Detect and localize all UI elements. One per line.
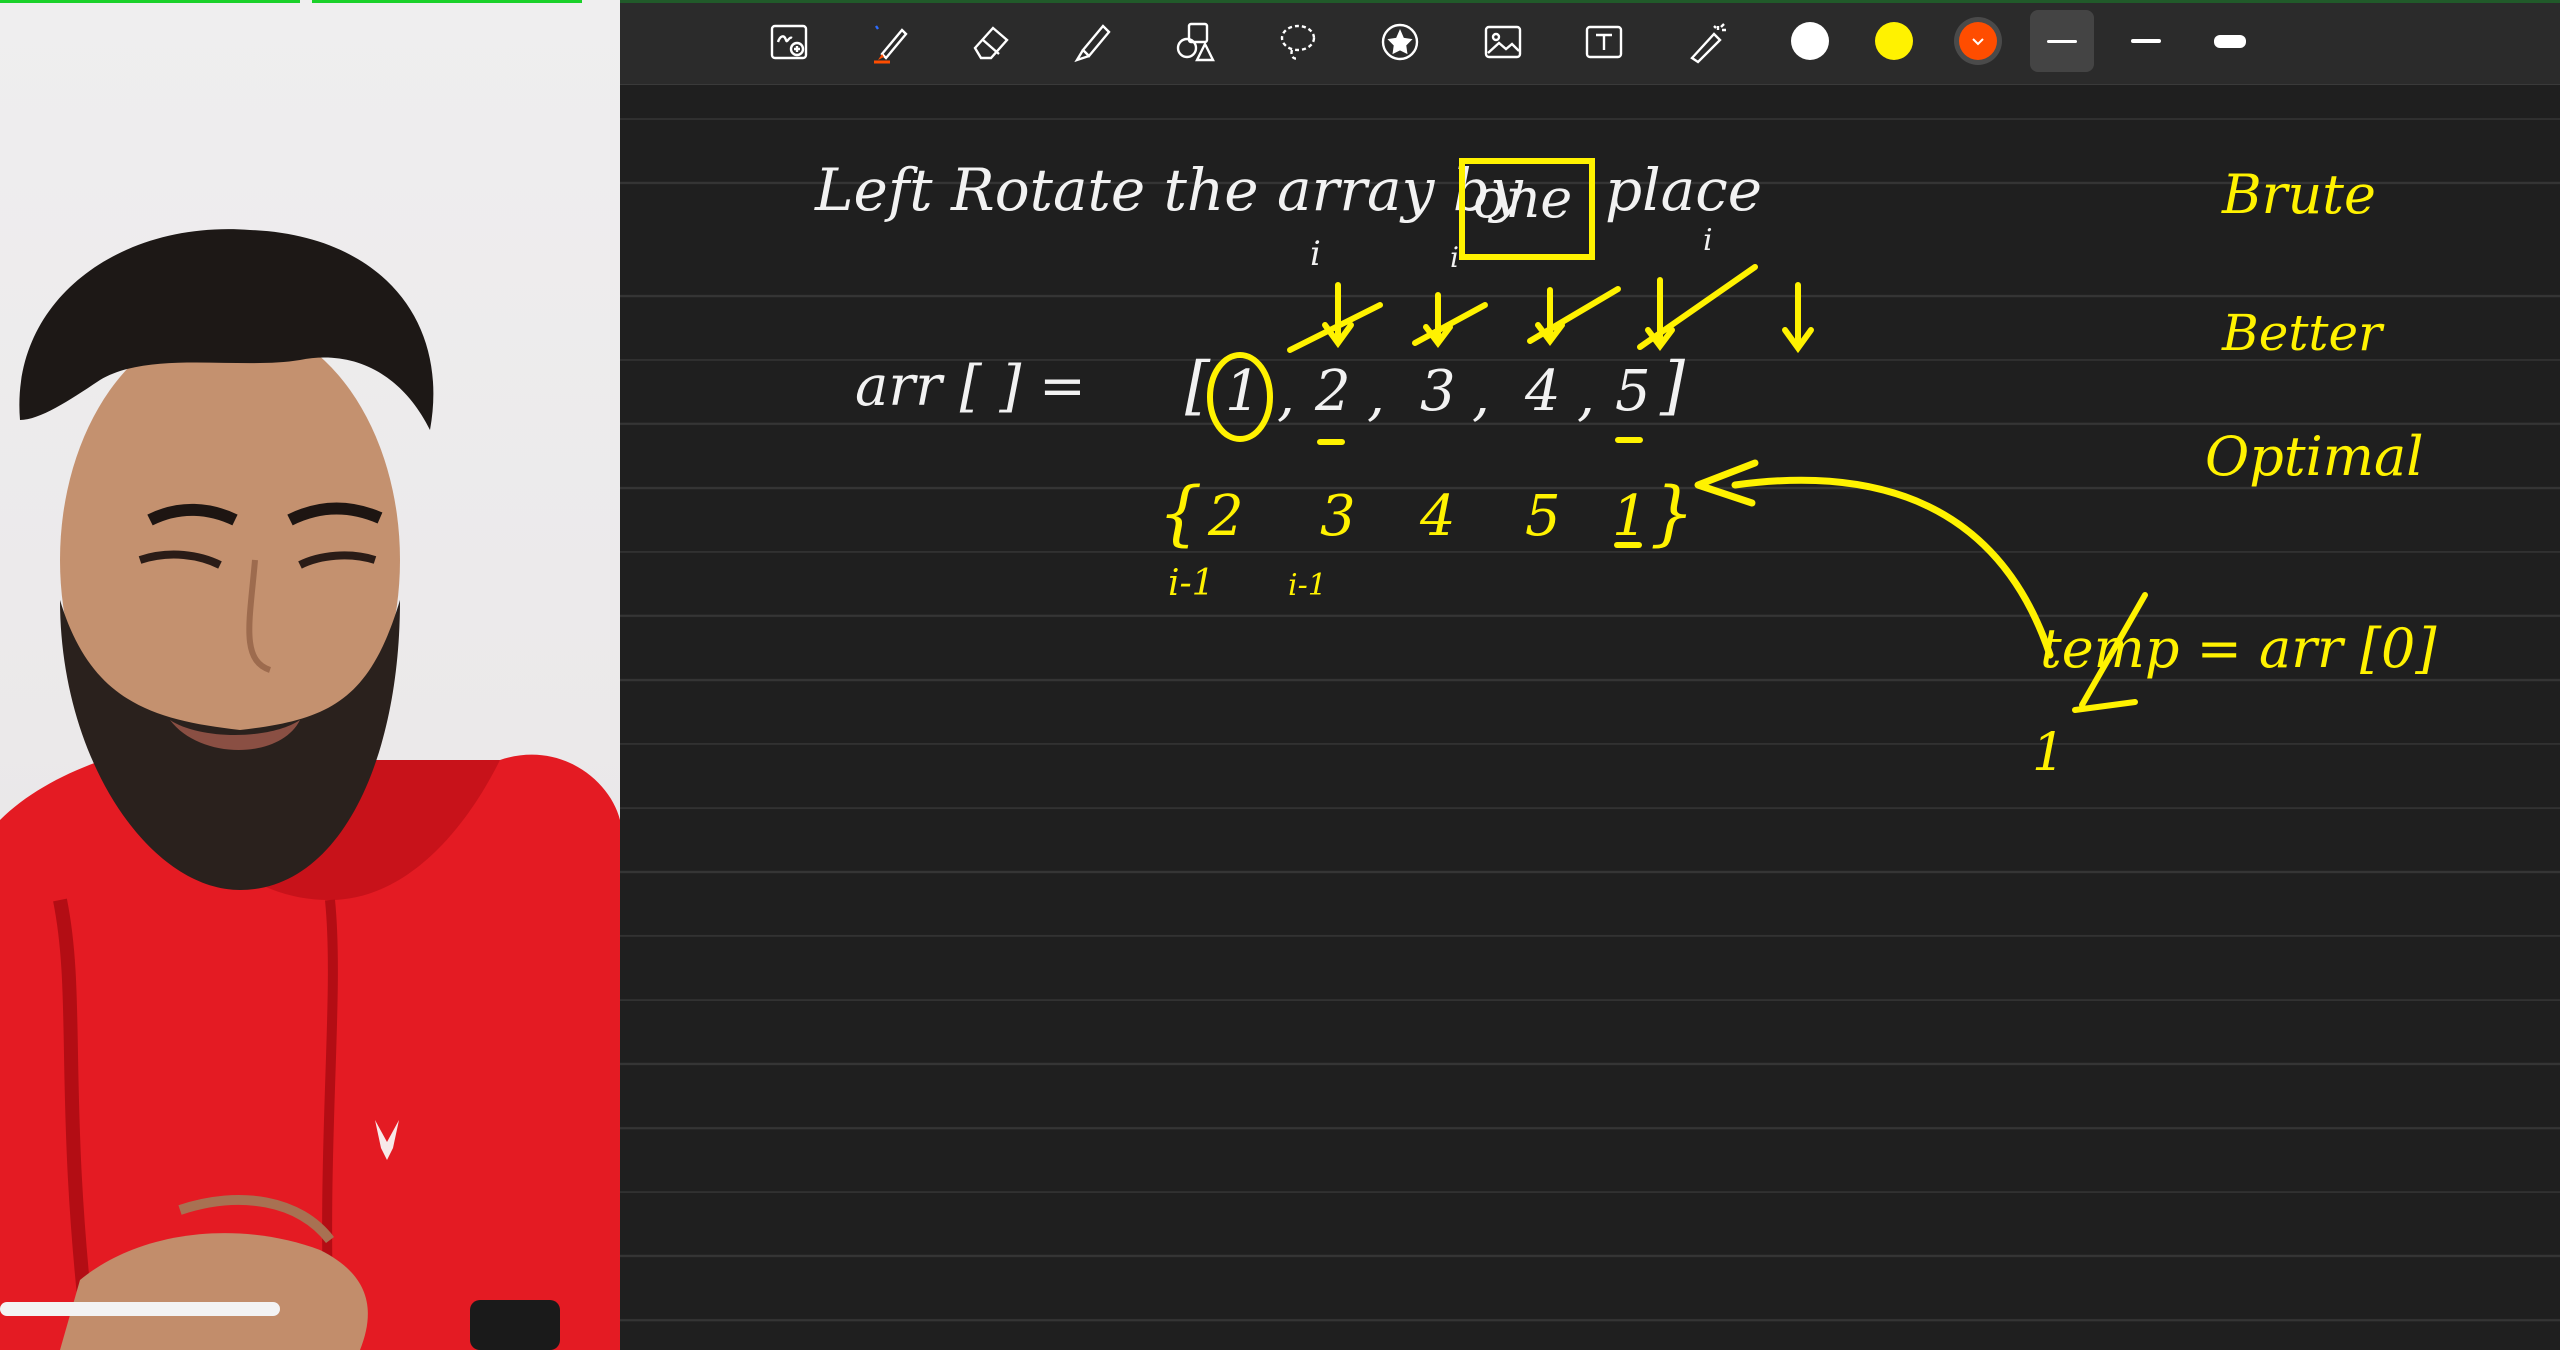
highlighter-tool-button[interactable]: [1065, 14, 1121, 70]
rot-values-value-3: 4: [1419, 484, 1456, 549]
title-highlight-box: [1459, 158, 1595, 260]
approach-brute: Brute: [2221, 163, 2376, 226]
lasso-tool-button[interactable]: [1270, 14, 1326, 70]
under-mark-2: i-1: [1288, 568, 1327, 603]
temp-arrowhead: [1694, 459, 1759, 507]
star-icon: [1381, 23, 1419, 61]
rotated-array-close: }: [1650, 472, 1695, 554]
approach-optimal: Optimal: [2205, 425, 2423, 488]
title-text-left: Left Rotate the array by: [814, 156, 1524, 224]
shapes-tool-button[interactable]: [1167, 14, 1223, 70]
handwriting-layer: Left Rotate the array by one place Brute…: [814, 156, 2437, 783]
pen-icon: [874, 25, 908, 64]
notebook-canvas[interactable]: Left Rotate the array by one place Brute…: [620, 85, 2560, 1350]
presenter-illustration: [0, 229, 620, 1350]
orig-values-separator-4: ,: [1577, 363, 1595, 428]
color-swatch-yellow[interactable]: [1875, 22, 1913, 60]
zoom-tool-button[interactable]: [762, 14, 818, 70]
video-progress-bar: [0, 0, 300, 3]
rot-values-value-2: 3: [1320, 484, 1356, 549]
orig-values-value-2: 2: [1314, 359, 1351, 424]
drawing-toolbar: [620, 0, 2560, 85]
laser-pointer-tool-button[interactable]: [1678, 14, 1734, 70]
index-mark-2: i: [1450, 241, 1459, 274]
temp-arrow: [1731, 476, 2054, 659]
image-tool-button[interactable]: [1475, 14, 1531, 70]
pen-tool-button[interactable]: [862, 14, 918, 70]
eraser-icon: [973, 26, 1009, 60]
temp-value: 1: [2032, 723, 2065, 783]
temp-strike: [2072, 592, 2148, 713]
original-array-open: [: [1185, 349, 1211, 423]
temp-assignment: temp = arr [0]: [2040, 617, 2437, 680]
highlighter-icon: [1074, 24, 1111, 63]
original-array-close: ]: [1659, 349, 1686, 423]
image-icon: [1484, 25, 1522, 59]
sticker-tool-button[interactable]: [1372, 14, 1428, 70]
orig-values-separator-2: ,: [1367, 363, 1385, 428]
orig-values-value-1: 1: [1225, 359, 1261, 424]
rotated-array-open: {: [1158, 472, 1203, 554]
zoom-in-icon: [770, 24, 808, 60]
stroke-width-medium[interactable]: [2114, 10, 2178, 72]
color-swatch-white[interactable]: [1791, 22, 1829, 60]
webcam-panel: [0, 0, 620, 1350]
rot-values-value-4: 5: [1525, 484, 1561, 549]
approach-better: Better: [2221, 304, 2385, 362]
under-mark-1: i-1: [1168, 563, 1215, 604]
laser-pointer-icon: [1690, 23, 1726, 64]
underline-marks: [1317, 437, 1643, 445]
index-mark-1: i: [1310, 234, 1321, 274]
video-progress-bar-2: [312, 0, 582, 3]
stroke-width-thin[interactable]: [2030, 10, 2094, 72]
crossed-arrows: [1287, 264, 1814, 354]
toolbar-accent-line: [620, 0, 2560, 3]
stroke-width-thick[interactable]: [2198, 10, 2262, 72]
lasso-icon: [1280, 24, 1316, 60]
orig-values-separator-1: ,: [1277, 363, 1295, 428]
text-tool-button[interactable]: [1576, 14, 1632, 70]
array-label: arr [ ] =: [855, 354, 1086, 419]
orig-values-value-5: 5: [1615, 359, 1651, 424]
current-element-circle: [1207, 352, 1273, 442]
title-text-right: place: [1605, 156, 1762, 224]
rot-values-value-1: 2: [1207, 484, 1244, 549]
shapes-icon: [1176, 22, 1215, 62]
eraser-tool-button[interactable]: [963, 14, 1019, 70]
chevron-down-icon: [1972, 38, 1984, 46]
orig-values-value-4: 4: [1524, 359, 1561, 424]
text-box-icon: [1585, 25, 1623, 59]
orig-values-value-3: 3: [1420, 359, 1456, 424]
rot-values-value-5: 1: [1612, 484, 1648, 549]
orig-values-separator-3: ,: [1472, 363, 1490, 428]
index-mark-3: i: [1703, 223, 1713, 258]
original-array-values: 1,2,3,4,5: [1225, 359, 1651, 428]
title-text-boxed: one: [1473, 167, 1572, 230]
color-swatch-orange[interactable]: [1959, 22, 1997, 60]
